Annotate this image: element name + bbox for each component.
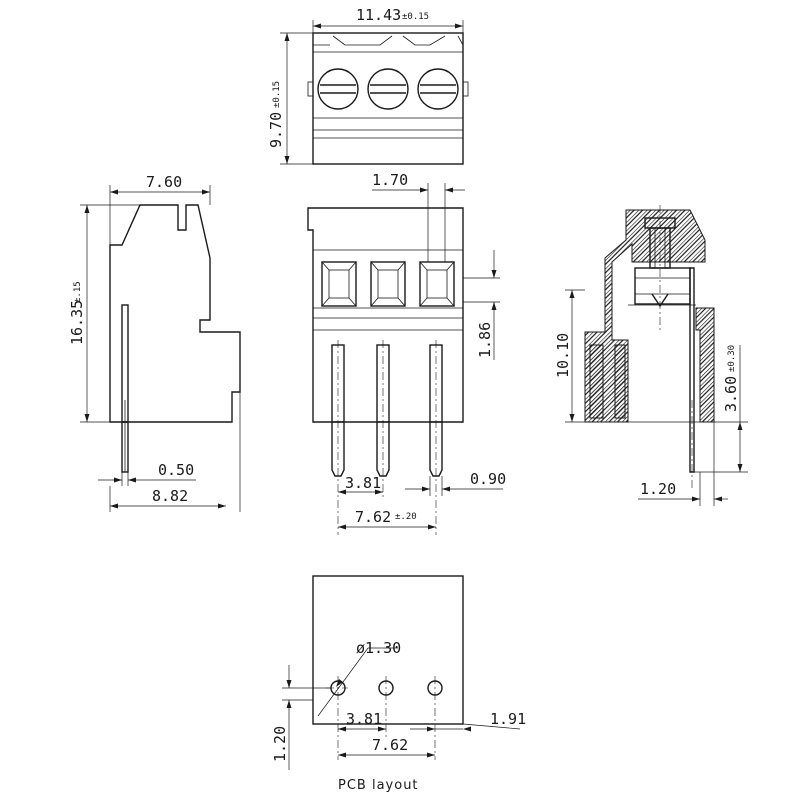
top-view-outline [312,32,464,165]
wire-entry [370,261,406,307]
top-view-latch-right [462,81,469,97]
section-wall [614,344,626,419]
dim-section-pin-length-tol: ±0.30 [727,345,737,372]
wire-entry [321,261,357,307]
screw-head [417,68,459,110]
pcb-footprint-outline [312,575,464,725]
dim-front-pitch: 3.81 [345,474,381,492]
dim-pcb-offset-right: 1.91 [490,710,526,728]
front-view-outline [307,207,464,423]
dim-pcb-offset-vertical: 1.20 [271,726,289,762]
top-view-chamfers [313,35,464,46]
dim-side-overall: 8.82 [152,487,188,505]
dim-pcb-span: 7.62 [372,736,408,754]
wire-entry [419,261,455,307]
dim-pcb-hole-diameter: ø1.30 [356,639,401,657]
side-view: 7.60 16.35 ±.15 0.50 8.82 [68,173,241,512]
dim-front-pin-width: 0.90 [470,470,506,488]
dim-side-width: 7.60 [146,173,182,191]
pcb-layout-caption: PCB layout [338,778,419,793]
side-view-outline [109,204,241,423]
dim-front-wall: 1.70 [372,171,408,189]
dim-pcb-pitch: 3.81 [346,710,382,728]
dim-top-width-tol: ±0.15 [402,12,429,22]
section-housing-right [695,307,715,423]
dim-side-height-tol: ±.15 [73,281,83,303]
section-view: 10.10 3.60 ±0.30 1.20 [554,205,748,506]
dim-section-height: 10.10 [554,333,572,378]
screw-head [367,68,409,110]
dim-top-width-value: 11.43 [356,6,401,24]
screw-head [317,68,359,110]
dim-top-depth-value: 9.70 [267,112,285,148]
dim-side-pin-thickness: 0.50 [158,461,194,479]
dim-side-height-value: 16.35 [68,300,86,345]
section-clamp [634,267,691,305]
dim-front-window: 1.86 [476,322,494,358]
dim-section-offset: 1.20 [640,480,676,498]
top-view: 11.43 ±0.15 9.70 ±0.15 [267,6,469,165]
top-view-latch-left [307,81,314,97]
dim-top-depth-tol: ±0.15 [272,81,282,108]
pcb-layout: ø1.30 3.81 1.91 7.62 1.20 PCB layout [271,575,526,793]
dim-front-span-value: 7.62 [355,508,391,526]
front-view: 1.70 1.86 3.81 0.90 7.62 ±.20 [307,171,506,535]
dim-section-pin-length-value: 3.60 [722,376,740,412]
dim-front-span-tol: ±.20 [395,512,417,522]
section-wall [589,344,604,419]
section-pin [689,267,695,473]
